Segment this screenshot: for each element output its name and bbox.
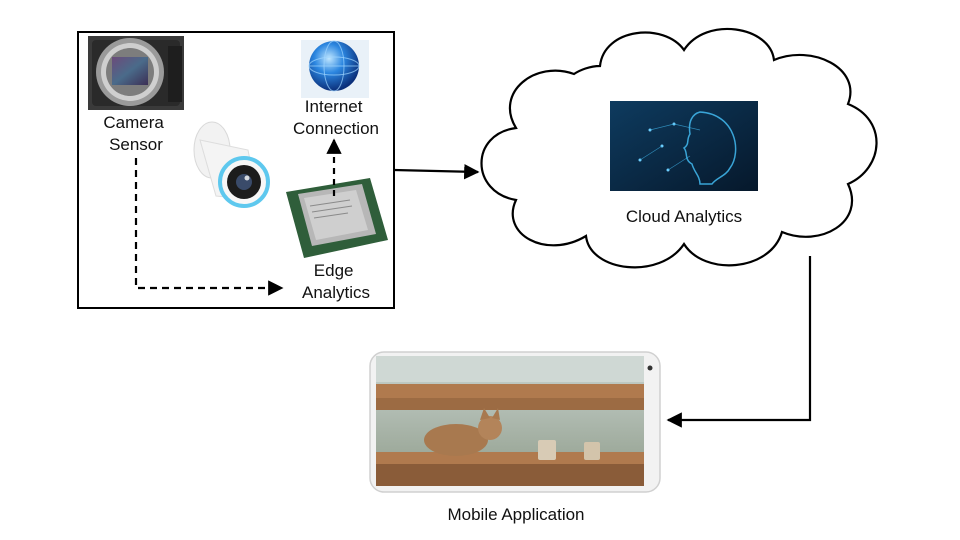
mobile-phone-mockup bbox=[369, 351, 661, 493]
camera-sensor-label-line2: Sensor bbox=[109, 135, 163, 154]
security-camera-image bbox=[193, 121, 270, 208]
internet-connection-label-line2: Connection bbox=[293, 119, 379, 138]
cloud-analytics-label: Cloud Analytics bbox=[626, 207, 742, 226]
edge-to-cloud-arrow bbox=[393, 163, 480, 180]
internet-connection-label-line1: Internet bbox=[305, 97, 363, 116]
ai-head-image bbox=[610, 101, 758, 191]
cpu-chip-image bbox=[286, 178, 388, 258]
camera-sensor-label-line1: Camera bbox=[103, 113, 164, 132]
mobile-application-label: Mobile Application bbox=[447, 505, 584, 524]
camera-sensor-image bbox=[88, 36, 184, 110]
edge-analytics-label: Edge Analytics bbox=[302, 261, 370, 302]
internet-connection-label: Internet Connection bbox=[293, 97, 379, 138]
cat-photo-on-phone bbox=[376, 356, 644, 486]
edge-analytics-label-line2: Analytics bbox=[302, 283, 370, 302]
internet-globe-icon bbox=[301, 40, 369, 98]
edge-analytics-label-line1: Edge bbox=[314, 261, 354, 280]
camera-sensor-label: Camera Sensor bbox=[103, 113, 168, 154]
cloud-to-mobile-arrow bbox=[666, 256, 812, 428]
